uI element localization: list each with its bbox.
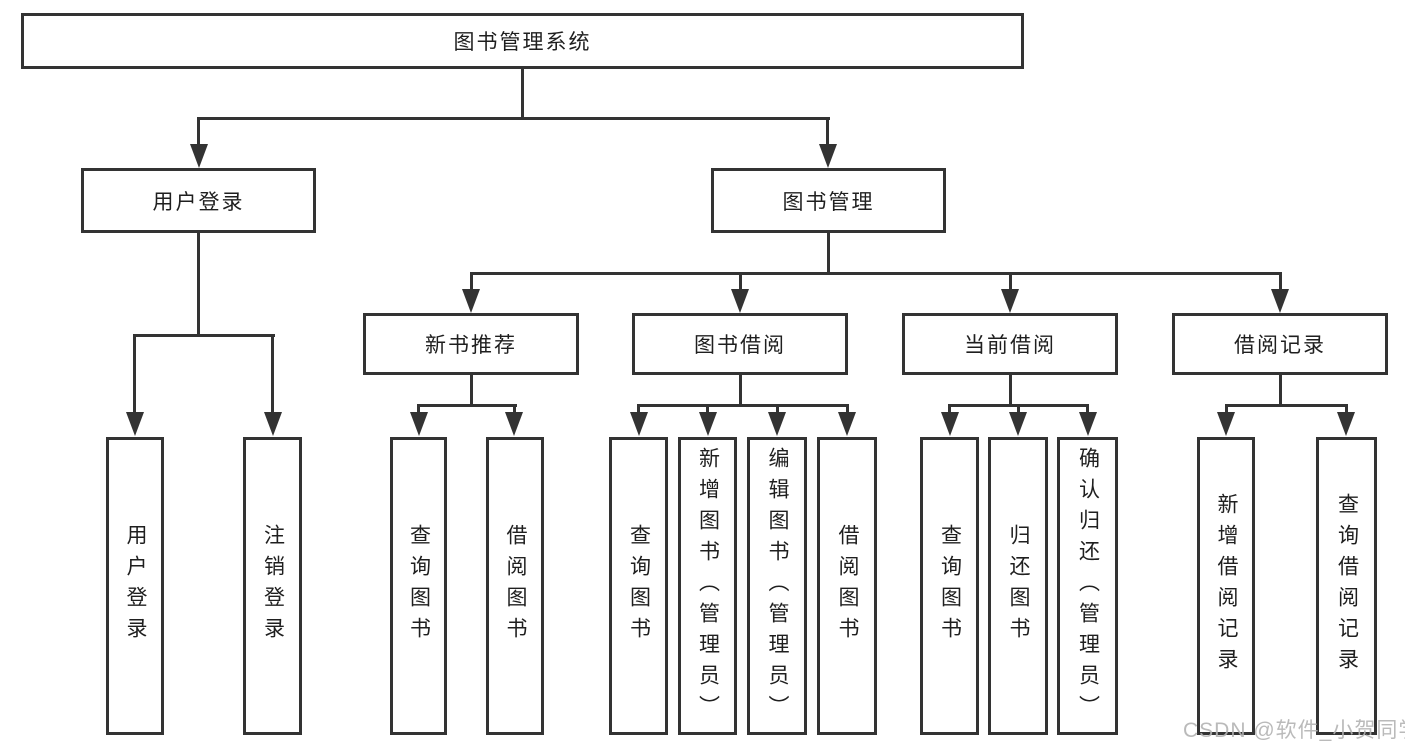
arrow-down-icon xyxy=(1001,289,1019,313)
connector-book-borrow-crossbar xyxy=(637,404,849,407)
arrow-down-icon xyxy=(1271,289,1289,313)
connector-drop-leaf xyxy=(706,404,709,416)
leaf-query-borrow-record: 查询借阅记录 xyxy=(1316,437,1377,735)
connector-book-management-crossbar xyxy=(470,272,1282,275)
connector-root-stem xyxy=(521,69,524,118)
connector-drop-leaf xyxy=(1086,404,1089,416)
arrow-down-icon xyxy=(699,412,717,436)
arrow-down-icon xyxy=(731,289,749,313)
connector-new-book-crossbar xyxy=(417,404,517,407)
arrow-down-icon xyxy=(838,412,856,436)
connector-drop-borrow-records xyxy=(1279,272,1282,292)
arrow-down-icon xyxy=(410,412,428,436)
arrow-down-icon xyxy=(1217,412,1235,436)
arrow-down-icon xyxy=(462,289,480,313)
connector-drop-leaf xyxy=(417,404,420,416)
leaf-borrow-books-recommend: 借阅图书 xyxy=(486,437,544,735)
arrow-down-icon xyxy=(126,412,144,436)
arrow-down-icon xyxy=(190,144,208,168)
connector-drop-login-leaf xyxy=(133,334,136,414)
connector-drop-leaf xyxy=(1225,404,1228,416)
leaf-borrow-books: 借阅图书 xyxy=(817,437,877,735)
leaf-add-borrow-record: 新增借阅记录 xyxy=(1197,437,1255,735)
connector-drop-leaf xyxy=(637,404,640,416)
node-book-borrowing: 图书借阅 xyxy=(632,313,848,375)
csdn-watermark: CSDN @软件_小贺同学 xyxy=(1183,719,1405,742)
arrow-down-icon xyxy=(1337,412,1355,436)
connector-drop-new-book xyxy=(470,272,473,292)
node-borrowing-records: 借阅记录 xyxy=(1172,313,1388,375)
connector-user-login-stem xyxy=(197,233,200,336)
connector-drop-logout-leaf xyxy=(271,334,274,414)
connector-root-crossbar xyxy=(197,117,830,120)
node-book-management: 图书管理 xyxy=(711,168,946,233)
leaf-user-login: 用户登录 xyxy=(106,437,164,735)
node-library-management-system: 图书管理系统 xyxy=(21,13,1024,69)
connector-drop-current-borrow xyxy=(1009,272,1012,292)
node-user-login: 用户登录 xyxy=(81,168,316,233)
connector-drop-leaf xyxy=(513,404,516,416)
connector-drop-user-login xyxy=(197,117,200,147)
leaf-confirm-return-admin: 确认归还（管理员） xyxy=(1057,437,1118,735)
connector-drop-leaf xyxy=(846,404,849,416)
connector-new-book-stem xyxy=(470,375,473,406)
connector-borrow-records-crossbar xyxy=(1225,404,1347,407)
leaf-logout: 注销登录 xyxy=(243,437,302,735)
connector-drop-leaf xyxy=(948,404,951,416)
arrow-down-icon xyxy=(819,144,837,168)
arrow-down-icon xyxy=(1009,412,1027,436)
connector-user-login-crossbar xyxy=(133,334,275,337)
connector-book-management-stem xyxy=(827,233,830,274)
leaf-add-books-admin: 新增图书（管理员） xyxy=(678,437,737,735)
arrow-down-icon xyxy=(768,412,786,436)
connector-drop-leaf xyxy=(1017,404,1020,416)
connector-current-borrow-stem xyxy=(1009,375,1012,406)
arrow-down-icon xyxy=(630,412,648,436)
arrow-down-icon xyxy=(264,412,282,436)
node-new-book-recommendation: 新书推荐 xyxy=(363,313,579,375)
arrow-down-icon xyxy=(505,412,523,436)
connector-drop-book-borrow xyxy=(739,272,742,292)
arrow-down-icon xyxy=(1079,412,1097,436)
leaf-return-books: 归还图书 xyxy=(988,437,1048,735)
connector-drop-leaf xyxy=(776,404,779,416)
connector-borrow-records-stem xyxy=(1279,375,1282,406)
leaf-edit-books-admin: 编辑图书（管理员） xyxy=(747,437,807,735)
arrow-down-icon xyxy=(941,412,959,436)
leaf-query-books-current: 查询图书 xyxy=(920,437,979,735)
connector-drop-leaf xyxy=(1345,404,1348,416)
connector-book-borrow-stem xyxy=(739,375,742,406)
connector-drop-book-management xyxy=(826,117,829,147)
leaf-query-books-recommend: 查询图书 xyxy=(390,437,447,735)
leaf-query-books-borrowing: 查询图书 xyxy=(609,437,668,735)
node-current-borrowing: 当前借阅 xyxy=(902,313,1118,375)
